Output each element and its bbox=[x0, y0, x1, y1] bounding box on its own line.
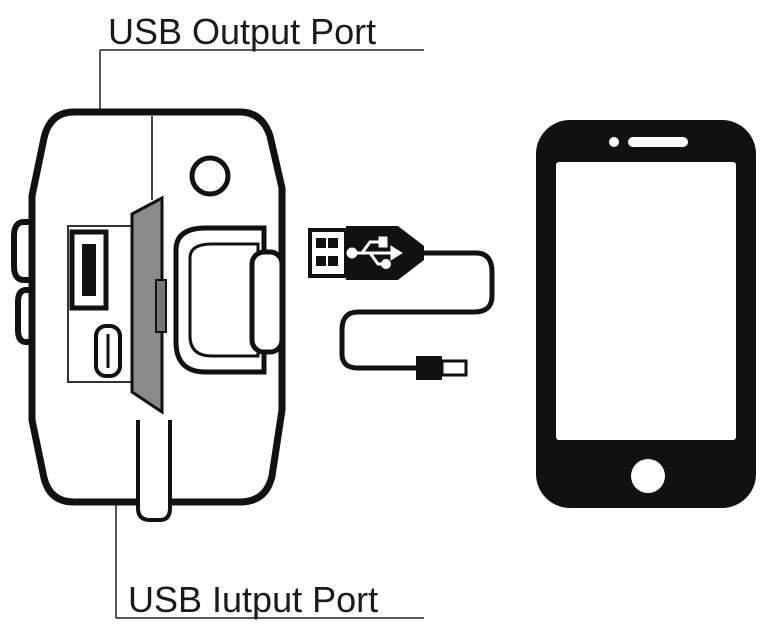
power-bank-icon bbox=[11, 108, 286, 522]
phone-speaker bbox=[628, 137, 688, 147]
strap-loop-inner bbox=[188, 242, 260, 358]
phone-screen bbox=[556, 162, 736, 440]
strap-loop-outer bbox=[173, 225, 267, 375]
plug-contact bbox=[328, 238, 338, 248]
micro-usb-plug-housing bbox=[416, 356, 442, 380]
usb-port-tongue bbox=[82, 244, 96, 296]
strap-clip bbox=[249, 249, 285, 355]
plug-contact bbox=[316, 256, 326, 266]
usb-input-port-label: USB Iutput Port bbox=[128, 579, 378, 620]
usb-a-plug-metal bbox=[308, 228, 348, 278]
usb-cable-icon bbox=[308, 226, 495, 380]
usb-symbol-icon bbox=[346, 236, 403, 269]
cable-wire bbox=[339, 250, 495, 371]
plug-contact bbox=[316, 238, 326, 248]
port-cover-flap bbox=[130, 195, 164, 415]
phone-home-button-icon bbox=[631, 459, 665, 493]
micro-usb-plug-tip bbox=[440, 359, 468, 377]
usb-output-port-label: USB Output Port bbox=[108, 11, 376, 52]
plug-contact bbox=[328, 256, 338, 266]
flap-hinge bbox=[155, 279, 167, 333]
power-button-icon bbox=[189, 155, 231, 197]
smartphone-icon bbox=[536, 120, 756, 508]
phone-camera-icon bbox=[609, 137, 619, 147]
bottom-tab bbox=[136, 420, 172, 522]
